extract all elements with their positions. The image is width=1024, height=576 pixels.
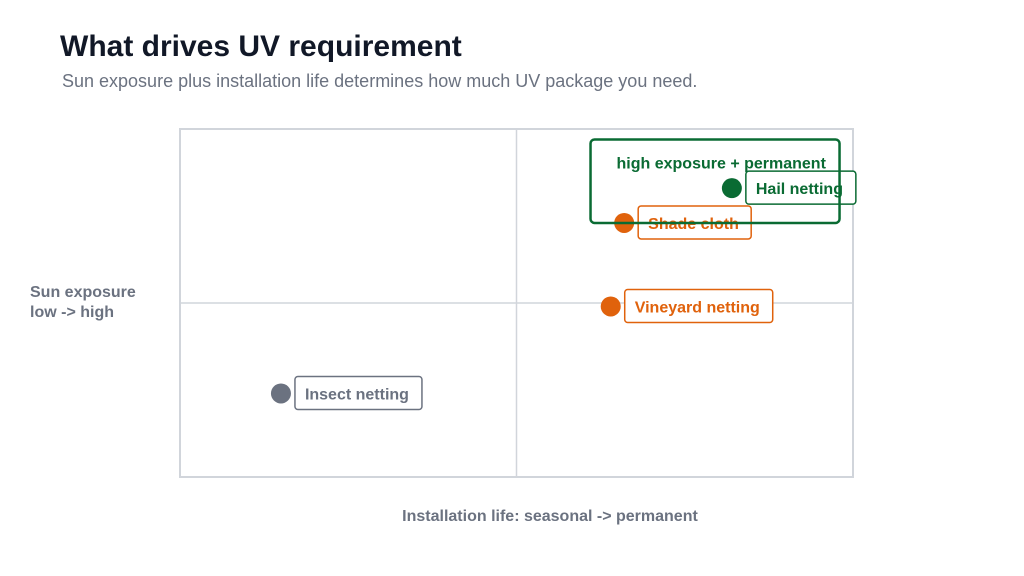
y-axis-label-line-1: Sun exposure — [30, 284, 136, 301]
data-label: Hail netting — [756, 181, 843, 198]
highlight-region — [589, 138, 841, 225]
data-label: Shade cloth — [648, 216, 739, 233]
data-label-box — [745, 170, 857, 205]
data-point — [270, 383, 291, 404]
highlight-label: high exposure + permanent — [617, 155, 827, 172]
data-label: Insect netting — [305, 386, 409, 403]
data-label: Vineyard netting — [635, 299, 760, 316]
x-axis-label: Installation life: seasonal -> permanent — [402, 508, 698, 525]
y-axis-label-line-2: low -> high — [30, 304, 114, 321]
y-axis-label: Sun exposure low -> high — [30, 283, 136, 323]
chart-subtitle: Sun exposure plus installation life dete… — [62, 71, 698, 91]
data-point — [600, 296, 621, 317]
data-point — [721, 178, 742, 199]
data-label-box — [623, 288, 774, 324]
chart-title: What drives UV requirement — [60, 30, 462, 63]
data-label-box — [294, 375, 423, 411]
